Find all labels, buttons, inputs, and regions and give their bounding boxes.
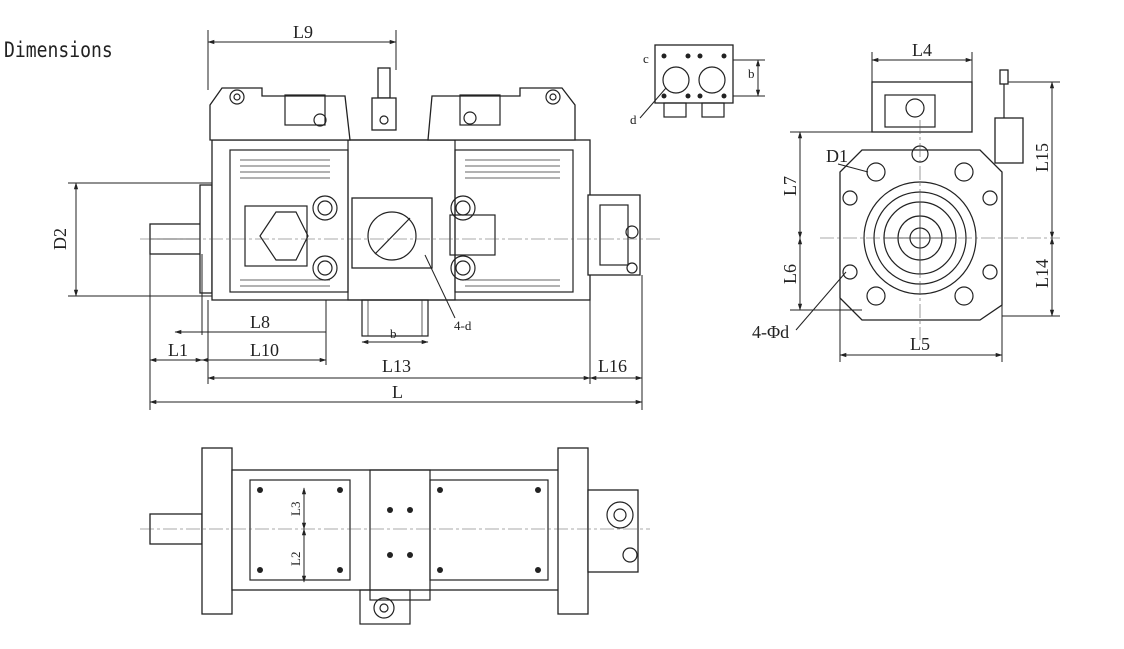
dim-b-front: b (390, 326, 397, 341)
dim-L8: L8 (250, 312, 270, 332)
port-dim-c: c (643, 51, 649, 66)
port-detail: b c d (630, 44, 765, 127)
page-title: Dimensions (4, 38, 113, 62)
dim-D1: D1 (826, 146, 848, 166)
dim-D2: D2 (50, 228, 70, 250)
top-view: L3 L2 (140, 447, 650, 625)
dim-L5: L5 (910, 334, 930, 354)
dim-L: L (392, 382, 403, 402)
top-pump-body (231, 469, 563, 591)
side-view: L4 L7 L6 L15 L14 L5 D1 4-Φd (752, 40, 1060, 362)
top-front-flange (201, 447, 233, 615)
dim-L14: L14 (1032, 259, 1052, 288)
top-rear-flange (557, 447, 589, 615)
dim-4-d: 4-d (454, 318, 472, 333)
dim-L7: L7 (780, 176, 800, 196)
dim-L2: L2 (288, 552, 303, 566)
dim-L1: L1 (168, 340, 188, 360)
dim-4-phi-d: 4-Φd (752, 322, 789, 342)
dim-L16: L16 (598, 356, 627, 376)
dim-L10: L10 (250, 340, 279, 360)
port-dim-d: d (630, 112, 637, 127)
dim-L3: L3 (288, 502, 303, 516)
front-view: L9 D2 L8 L1 L10 L13 L16 L b (50, 22, 660, 410)
main-bolts (312, 195, 476, 281)
port-dim-b: b (748, 66, 755, 81)
dim-L15: L15 (1032, 143, 1052, 172)
right-regulator (427, 87, 576, 141)
top-rear-pump (587, 489, 639, 573)
left-regulator (209, 87, 351, 141)
dim-L4: L4 (912, 40, 932, 60)
rear-pilot-pump (587, 194, 641, 276)
dim-L13: L13 (382, 356, 411, 376)
dim-L6: L6 (780, 264, 800, 284)
dim-L9: L9 (293, 22, 313, 42)
